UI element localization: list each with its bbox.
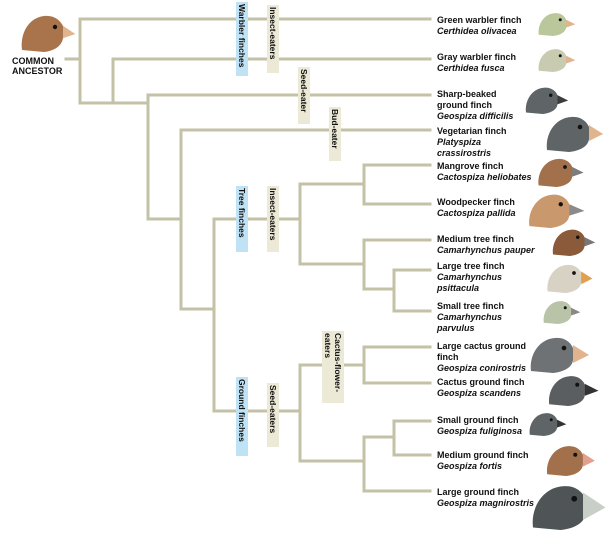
finch-head-icon bbox=[533, 155, 584, 187]
tree-finches-label: Tree finches bbox=[236, 186, 248, 252]
finch-head-icon bbox=[540, 442, 595, 476]
finch-head-icon bbox=[533, 10, 576, 36]
finch-head-icon bbox=[528, 480, 606, 530]
finch-head-icon bbox=[521, 84, 568, 114]
finch-head-icon bbox=[540, 298, 581, 324]
finch-head-icon bbox=[540, 372, 599, 406]
ancestor-finch-head-icon bbox=[21, 15, 76, 52]
finch-head-icon bbox=[540, 261, 593, 293]
finch-head-icon bbox=[548, 226, 595, 256]
seed-eaters-label-bottom: Seed-eaters bbox=[267, 383, 279, 447]
cactus-flower-eaters-label: Cactus-flower-eaters bbox=[322, 331, 344, 403]
insect-eaters-label-mid: Insect-eaters bbox=[267, 186, 279, 252]
finch-head-icon bbox=[533, 46, 576, 72]
finch-head-icon bbox=[525, 410, 567, 436]
finch-head-icon bbox=[520, 333, 589, 373]
warbler-finches-label: Warbler finches bbox=[236, 2, 248, 76]
bud-eater-label: Bud-eater bbox=[329, 107, 341, 161]
ground-finches-label: Ground finches bbox=[236, 377, 248, 456]
finch-head-icon bbox=[517, 190, 585, 228]
seed-eater-label: Seed-eater bbox=[298, 67, 310, 124]
finch-head-icon bbox=[543, 112, 603, 152]
insect-eaters-label-top: Insect-eaters bbox=[267, 5, 279, 73]
common-ancestor-label: COMMON ANCESTOR bbox=[12, 56, 63, 76]
